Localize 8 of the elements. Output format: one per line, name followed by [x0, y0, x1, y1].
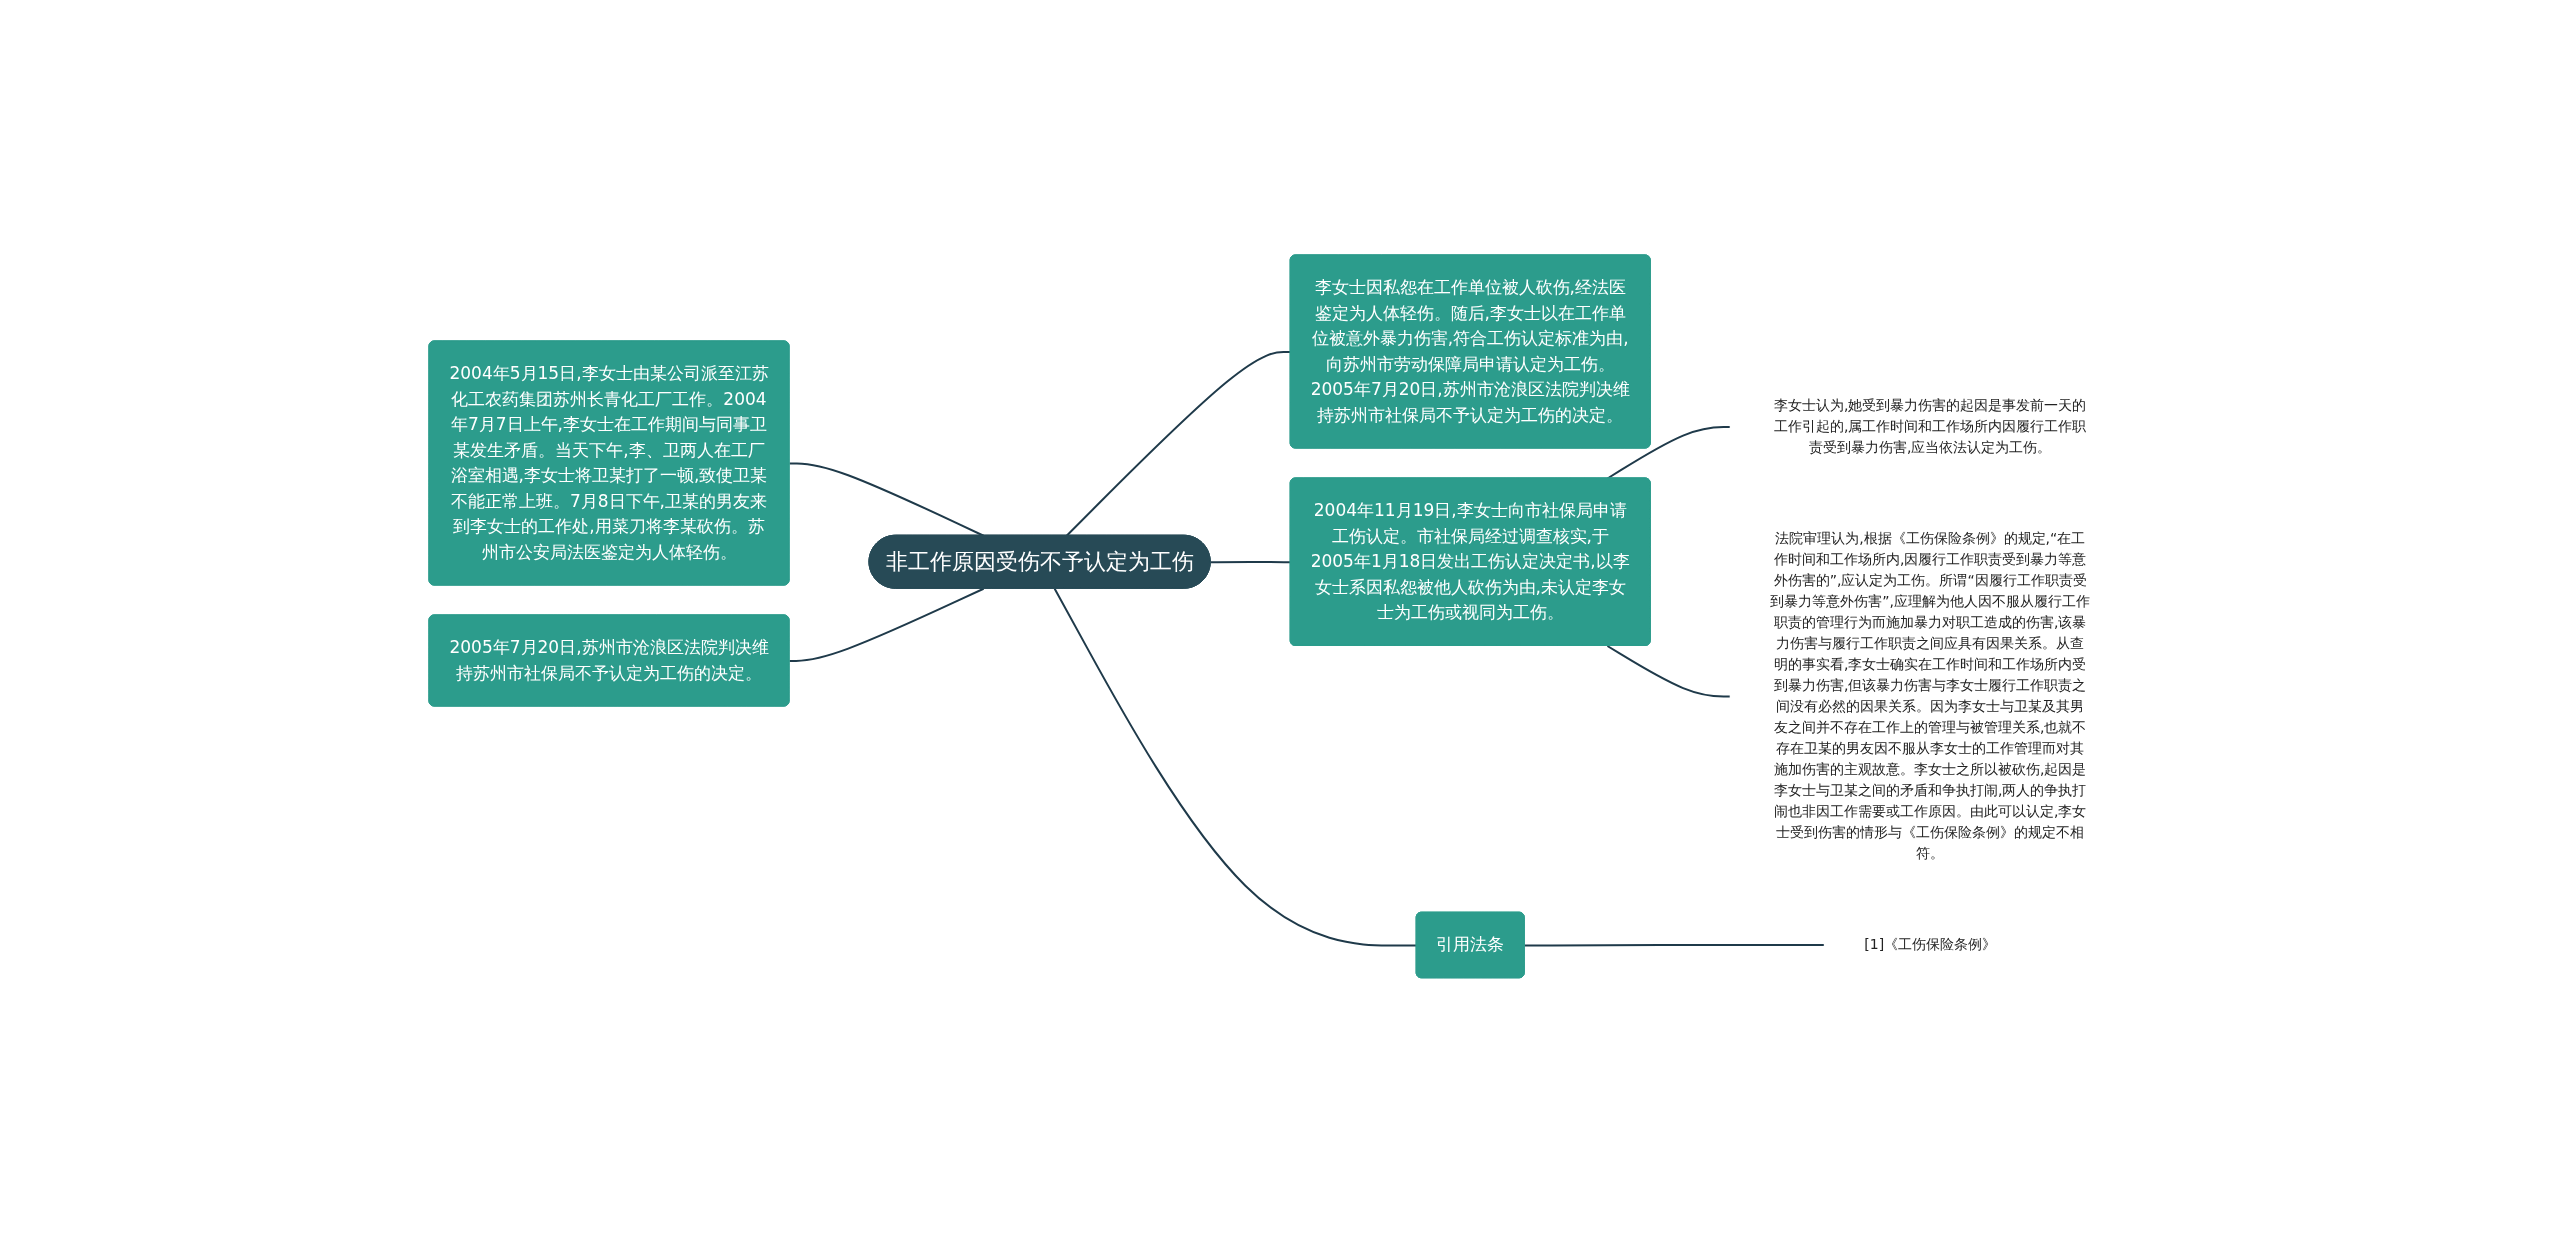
connector: [1524, 944, 1826, 947]
node-text: [1]《工伤保险条例》: [1864, 936, 1997, 953]
connector: [788, 587, 985, 663]
connector: [1606, 426, 1732, 480]
node-text: 法院审理认为,根据《工伤保险条例》的规定,“在工作时间和工作场所内,因履行工作职责受到暴力等意外伤害的”,应认定为工伤。所谓“因履行工作职责受到暴力等意外伤害”,应理解为他人因不服从履行工作职责的管理行为而施加暴力对职工造成的伤害,该暴力伤害与履行工作职责之间应具有因果关系。从查明的事实看,李女士确实在工作时间和工作场所内受到暴力伤害,但该暴力伤害与李女士履行工作职责之间没有必然的因果关系。因为李女士与卫某及其男友之间并不存在工作上的管理与被管理关系,也就不存在卫某的男友因不服从李女士的工作管理而对其施加伤害的主观故意。李女士之所以被砍伤,起因是李女士与卫某之间的矛盾和争执打闹,两人的争执打闹也非因工作需要或工作原因。由此可以认定,李女士受到伤害的情形与《工伤保险条例》的规定不相符。: [1770, 530, 2091, 862]
connector: [788, 462, 985, 537]
connector: [1606, 645, 1732, 698]
node-text: 李女士认为,她受到暴力伤害的起因是事发前一天的工作引起的,属工作时间和工作场所内因履行工作职责受到暴力伤害,应当依法认定为工伤。: [1774, 397, 2087, 456]
